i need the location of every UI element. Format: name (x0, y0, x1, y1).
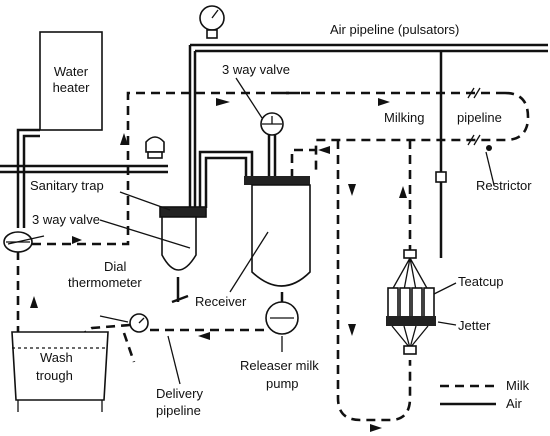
wash-trough (11, 331, 109, 412)
teatcup-cluster (386, 249, 436, 355)
vacuum-regulator (145, 136, 165, 159)
leader-restrictor (485, 151, 495, 186)
leader-sanitary-trap (119, 191, 171, 211)
sanitary-trap (159, 206, 207, 271)
dial-thermometer (129, 313, 149, 333)
leader-jetter (437, 321, 457, 326)
arrow-bottom-loop (370, 424, 382, 432)
leader-thermometer (99, 315, 129, 323)
receiver-lid (244, 176, 310, 185)
arrow-delivery-left (198, 332, 210, 340)
restrictor-mark-top (467, 87, 481, 99)
arrow-up-heater (120, 133, 128, 145)
teatcup-4 (423, 287, 435, 319)
dial-thermometer-label-2: thermometer (68, 275, 142, 290)
vacuum-gauge (199, 5, 225, 39)
wash-trough-tub (11, 331, 109, 401)
sanitary-trap-body (161, 216, 197, 271)
jetter-band (386, 316, 436, 326)
delivery-pipeline-label-1: Delivery (156, 386, 203, 401)
releaser-label-2: pump (266, 376, 299, 391)
label-leader-lines (7, 77, 495, 385)
leader-three-way-left (7, 235, 45, 245)
flow-arrows (30, 98, 407, 432)
trap-to-receiver-pipe-a (198, 150, 254, 208)
arrow-valve-right (72, 236, 82, 244)
trap-to-receiver-pipe-b (204, 156, 248, 208)
vacuum-regulator-dome (145, 136, 165, 153)
teatcup-tubes (391, 257, 429, 291)
milking-label: Milking (384, 110, 424, 125)
air-pipeline-label: Air pipeline (pulsators) (330, 22, 459, 37)
arrow-top-right-1 (216, 98, 230, 106)
legend: Milk Air (440, 378, 530, 411)
arrow-up-left (30, 296, 38, 308)
trap-drain-tip (171, 294, 189, 304)
leader-teatcup (433, 282, 457, 295)
pipeline-label: pipeline (457, 110, 502, 125)
legend-air-label: Air (506, 396, 523, 411)
wash-circuit-line (32, 91, 505, 246)
water-heater-label-1: Water (54, 64, 89, 79)
arrow-down-lower (348, 324, 356, 336)
vacuum-regulator-base (147, 151, 163, 159)
three-way-valve-top-label: 3 way valve (222, 62, 290, 77)
teatcup-label: Teatcup (458, 274, 504, 289)
three-way-valve-top-handle (262, 116, 282, 125)
heater-outlet-pipe-a (16, 128, 40, 228)
receiver-body (251, 184, 311, 287)
teatcup-2 (399, 287, 411, 319)
teatcup-1 (387, 287, 399, 319)
releaser-milk-pump (265, 301, 299, 335)
jetter-label: Jetter (458, 318, 491, 333)
claw-top (403, 249, 417, 259)
water-heater: Water heater (39, 31, 103, 131)
sanitary-trap-label: Sanitary trap (30, 178, 104, 193)
arrow-milking-right (378, 98, 390, 106)
legend-milk-label: Milk (506, 378, 530, 393)
receiver-inlet-line (290, 148, 316, 178)
vacuum-gauge-stem (206, 29, 218, 39)
three-way-valve-top (260, 112, 284, 136)
wash-trough-label-1: Wash (40, 350, 73, 365)
teatcup-3 (411, 287, 423, 319)
restrictor-dot (486, 145, 492, 151)
milking-pipeline-loop (314, 91, 530, 170)
diagram-labels: Air pipeline (pulsators) 3 way valve Mil… (30, 22, 532, 418)
dial-thermometer-label-1: Dial (104, 259, 127, 274)
receiver-label: Receiver (195, 294, 247, 309)
claw-bottom (403, 345, 417, 355)
teatcup-short-tubes (391, 325, 429, 349)
leader-sanitary-trap-2 (99, 219, 191, 249)
wash-trough-label-2: trough (36, 368, 73, 383)
restrictor (467, 87, 492, 151)
teatcup-milk-tube (336, 140, 412, 422)
arrow-return-left (318, 146, 330, 154)
heater-outlet-pipe-b (22, 134, 40, 228)
leader-receiver (229, 231, 269, 293)
releaser-label-1: Releaser milk (240, 358, 319, 373)
delivery-pipeline-label-2: pipeline (156, 403, 201, 418)
restrictor-mark-bottom (467, 134, 481, 146)
water-heater-label-2: heater (53, 80, 91, 95)
leader-three-way-top (235, 77, 263, 119)
water-heater-tank (39, 31, 103, 131)
leader-delivery (167, 335, 181, 385)
wash-trough-legs (17, 400, 103, 412)
dial-thermometer-needle (138, 317, 145, 324)
restrictor-label: Restrictor (476, 178, 532, 193)
pulsator-box (435, 171, 447, 183)
air-pipeline-network (0, 43, 548, 305)
arrow-up-teat-right (399, 186, 407, 198)
thermometer-outlet-line (122, 332, 136, 363)
receiver-vessel (244, 176, 311, 287)
vacuum-gauge-needle (211, 9, 219, 19)
three-way-valve-left-label: 3 way valve (32, 212, 100, 227)
arrow-down-teat-left (348, 184, 356, 196)
